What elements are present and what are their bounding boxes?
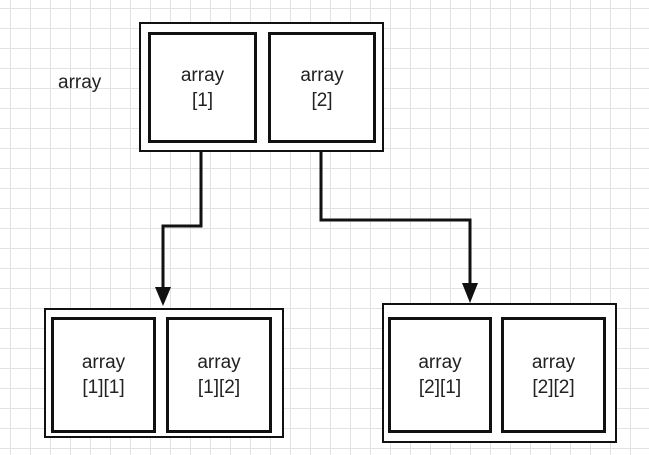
left-subarray-container: array [1][1] array [1][2] — [44, 308, 284, 438]
root-cell-2: array [2] — [268, 32, 376, 143]
left-cell-1-index: [1][1] — [82, 377, 125, 398]
root-cell-2-name: array — [300, 64, 344, 86]
root-cell-1-index: [1] — [191, 89, 214, 111]
left-cell-2-index: [1][2] — [197, 377, 241, 398]
right-subarray-container: array [2][1] array [2][2] — [382, 303, 617, 443]
right-cell-1-index: [2][1] — [418, 377, 462, 398]
left-cell-2: array [1][2] — [166, 317, 272, 433]
left-cell-2-name: array — [197, 352, 241, 373]
root-cell-1: array [1] — [148, 32, 257, 143]
right-cell-1: array [2][1] — [388, 317, 492, 433]
left-cell-1: array [1][1] — [51, 317, 156, 433]
arrowhead-right-group — [462, 283, 478, 303]
right-cell-1-name: array — [418, 352, 462, 373]
connector-root-cell1-to-left-group — [161, 143, 203, 294]
left-cell-1-name: array — [81, 352, 126, 373]
right-cell-2-name: array — [531, 352, 576, 373]
arrowhead-left-group — [155, 287, 171, 306]
right-cell-2-index: [2][2] — [532, 377, 575, 398]
connector-root-cell2-to-right-group — [319, 143, 472, 290]
root-array-label: array — [58, 72, 102, 93]
root-array-container: array [1] array [2] — [139, 22, 384, 152]
root-cell-2-index: [2] — [311, 89, 333, 111]
right-cell-2: array [2][2] — [501, 317, 606, 433]
root-cell-1-name: array — [180, 64, 225, 86]
